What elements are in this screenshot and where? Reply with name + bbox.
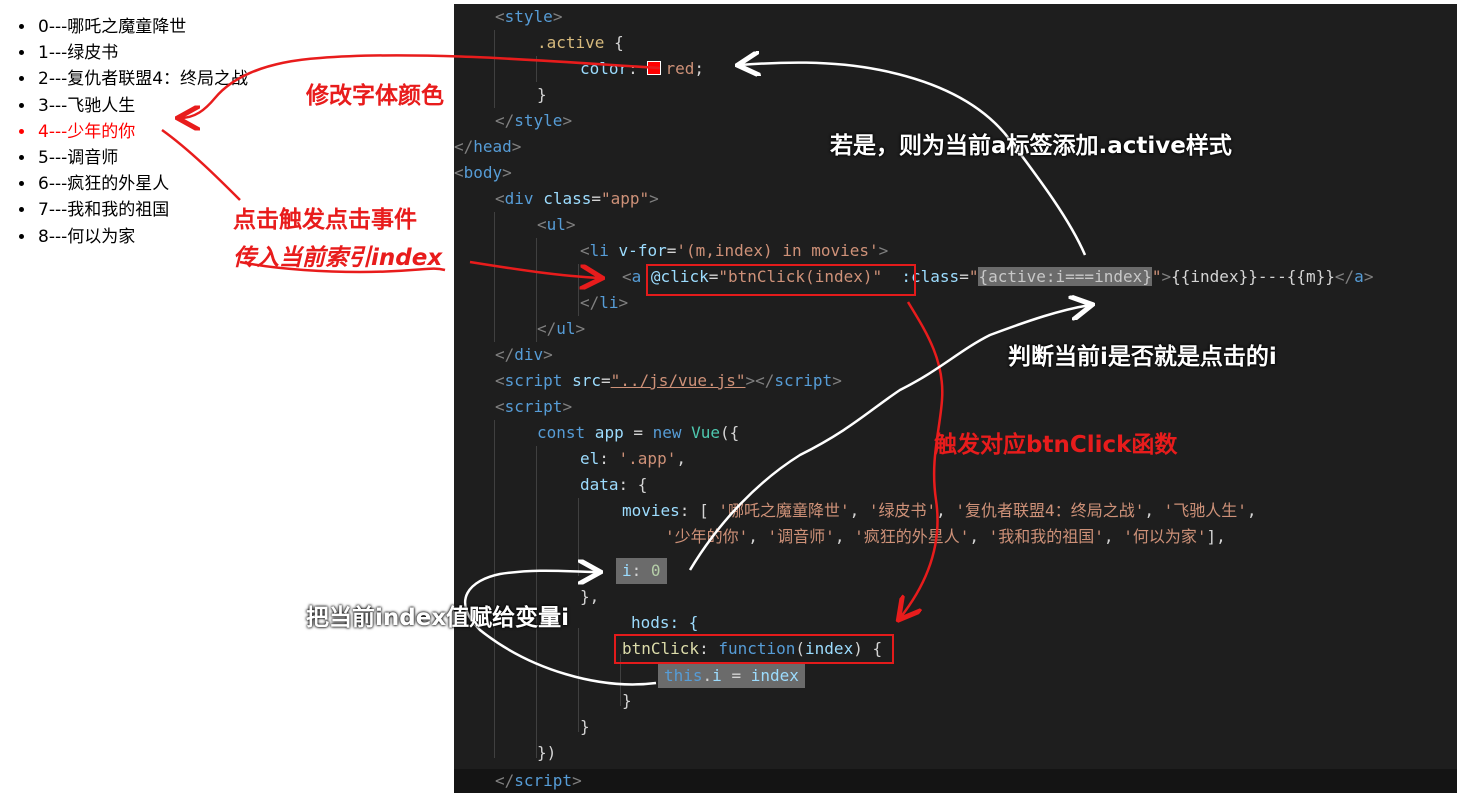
script-src-link[interactable]: "../js/vue.js"	[610, 371, 746, 390]
movie-list-item[interactable]: 5---调音师	[36, 145, 248, 171]
movie-list-item[interactable]: 0---哪吒之魔童降世	[36, 14, 248, 40]
annotation-pass-index: 传入当前索引index	[233, 245, 443, 271]
code-line-this-i: this.i = index	[658, 664, 805, 688]
code-line-methods: hods: {	[631, 613, 699, 632]
code-line-script-open: <script>	[495, 397, 573, 416]
code-line-movies-cont: '少年的你', '调音师', '疯狂的外星人', '我和我的祖国', '何以为家…	[665, 527, 1226, 546]
annotation-trigger-btnclick: 触发对应btnClick函数	[934, 432, 1178, 458]
code-line-style-open: <style>	[495, 7, 563, 26]
code-line-li-vfor: <li v-for='(m,index) in movies'>	[580, 241, 889, 260]
indent-guide	[578, 264, 579, 316]
code-line-vue-close: })	[537, 743, 557, 762]
indent-guide	[536, 238, 537, 342]
code-line-data: data: {	[580, 475, 648, 494]
code-line-data-close: },	[580, 587, 600, 606]
code-line-li-close: </li>	[580, 293, 629, 312]
code-line-color-red: color: red;	[580, 59, 704, 78]
indent-guide	[494, 212, 495, 342]
movie-list-item[interactable]: 8---何以为家	[36, 224, 248, 250]
code-line-fn-close: }	[622, 691, 632, 710]
movie-list-item[interactable]: 1---绿皮书	[36, 40, 248, 66]
movie-list-item[interactable]: 3---飞驰人生	[36, 93, 248, 119]
code-line-ul-close: </ul>	[537, 319, 586, 338]
annotation-judge-i: 判断当前i是否就是点击的i	[1008, 344, 1277, 370]
code-line-const-app: const app = new Vue({	[537, 423, 740, 442]
movie-list-item[interactable]: 2---复仇者联盟4：终局之战	[36, 66, 248, 92]
code-line-div-close: </div>	[495, 345, 553, 364]
annotation-assign-index: 把当前index值赋给变量i	[306, 605, 570, 631]
indent-guide	[494, 30, 495, 108]
annotation-change-color: 修改字体颜色	[306, 83, 444, 109]
movie-list-item[interactable]: 4---少年的你	[36, 119, 248, 145]
indent-guide	[578, 628, 579, 732]
code-line-style-close: </style>	[495, 111, 573, 130]
code-line-el: el: '.app',	[580, 449, 686, 468]
color-swatch-red[interactable]	[647, 61, 662, 75]
movie-list-item[interactable]: 7---我和我的祖国	[36, 197, 248, 223]
code-line-script-close: </script>	[495, 771, 582, 790]
movie-list-item[interactable]: 6---疯狂的外星人	[36, 171, 248, 197]
code-line-div-app: <div class="app">	[495, 189, 659, 208]
indent-guide	[494, 420, 495, 758]
annotation-click-event: 点击触发点击事件	[233, 207, 417, 233]
click-binding-box	[646, 264, 916, 296]
code-line-active-selector: .active {	[537, 33, 624, 52]
indent-guide	[578, 498, 579, 576]
code-line-a-click: <a @click="btnClick(index)" :class="{act…	[622, 267, 1374, 286]
code-line-movies: movies: [ '哪吒之魔童降世', '绿皮书', '复仇者联盟4：终局之战…	[622, 501, 1257, 520]
code-line-script-src: <script src="../js/vue.js"></script>	[495, 371, 842, 390]
code-line-ul-open: <ul>	[537, 215, 576, 234]
indent-guide	[536, 56, 537, 82]
class-binding-highlight: {active:i===index}	[978, 267, 1152, 286]
code-line-body-open: <body>	[454, 163, 512, 182]
code-line-close-brace: }	[537, 85, 547, 104]
editor-bottom-bar	[454, 769, 1457, 793]
code-line-i-zero: i: 0	[616, 558, 667, 584]
code-line-head-close: </head>	[454, 137, 522, 156]
movie-list: 0---哪吒之魔童降世1---绿皮书2---复仇者联盟4：终局之战3---飞驰人…	[18, 14, 248, 250]
code-editor[interactable]: <style> .active { color: red; } </style>…	[454, 4, 1457, 793]
annotation-add-active: 若是，则为当前a标签添加.active样式	[830, 133, 1232, 159]
btnclick-function-box	[614, 634, 894, 664]
code-line-methods-close: }	[580, 717, 590, 736]
